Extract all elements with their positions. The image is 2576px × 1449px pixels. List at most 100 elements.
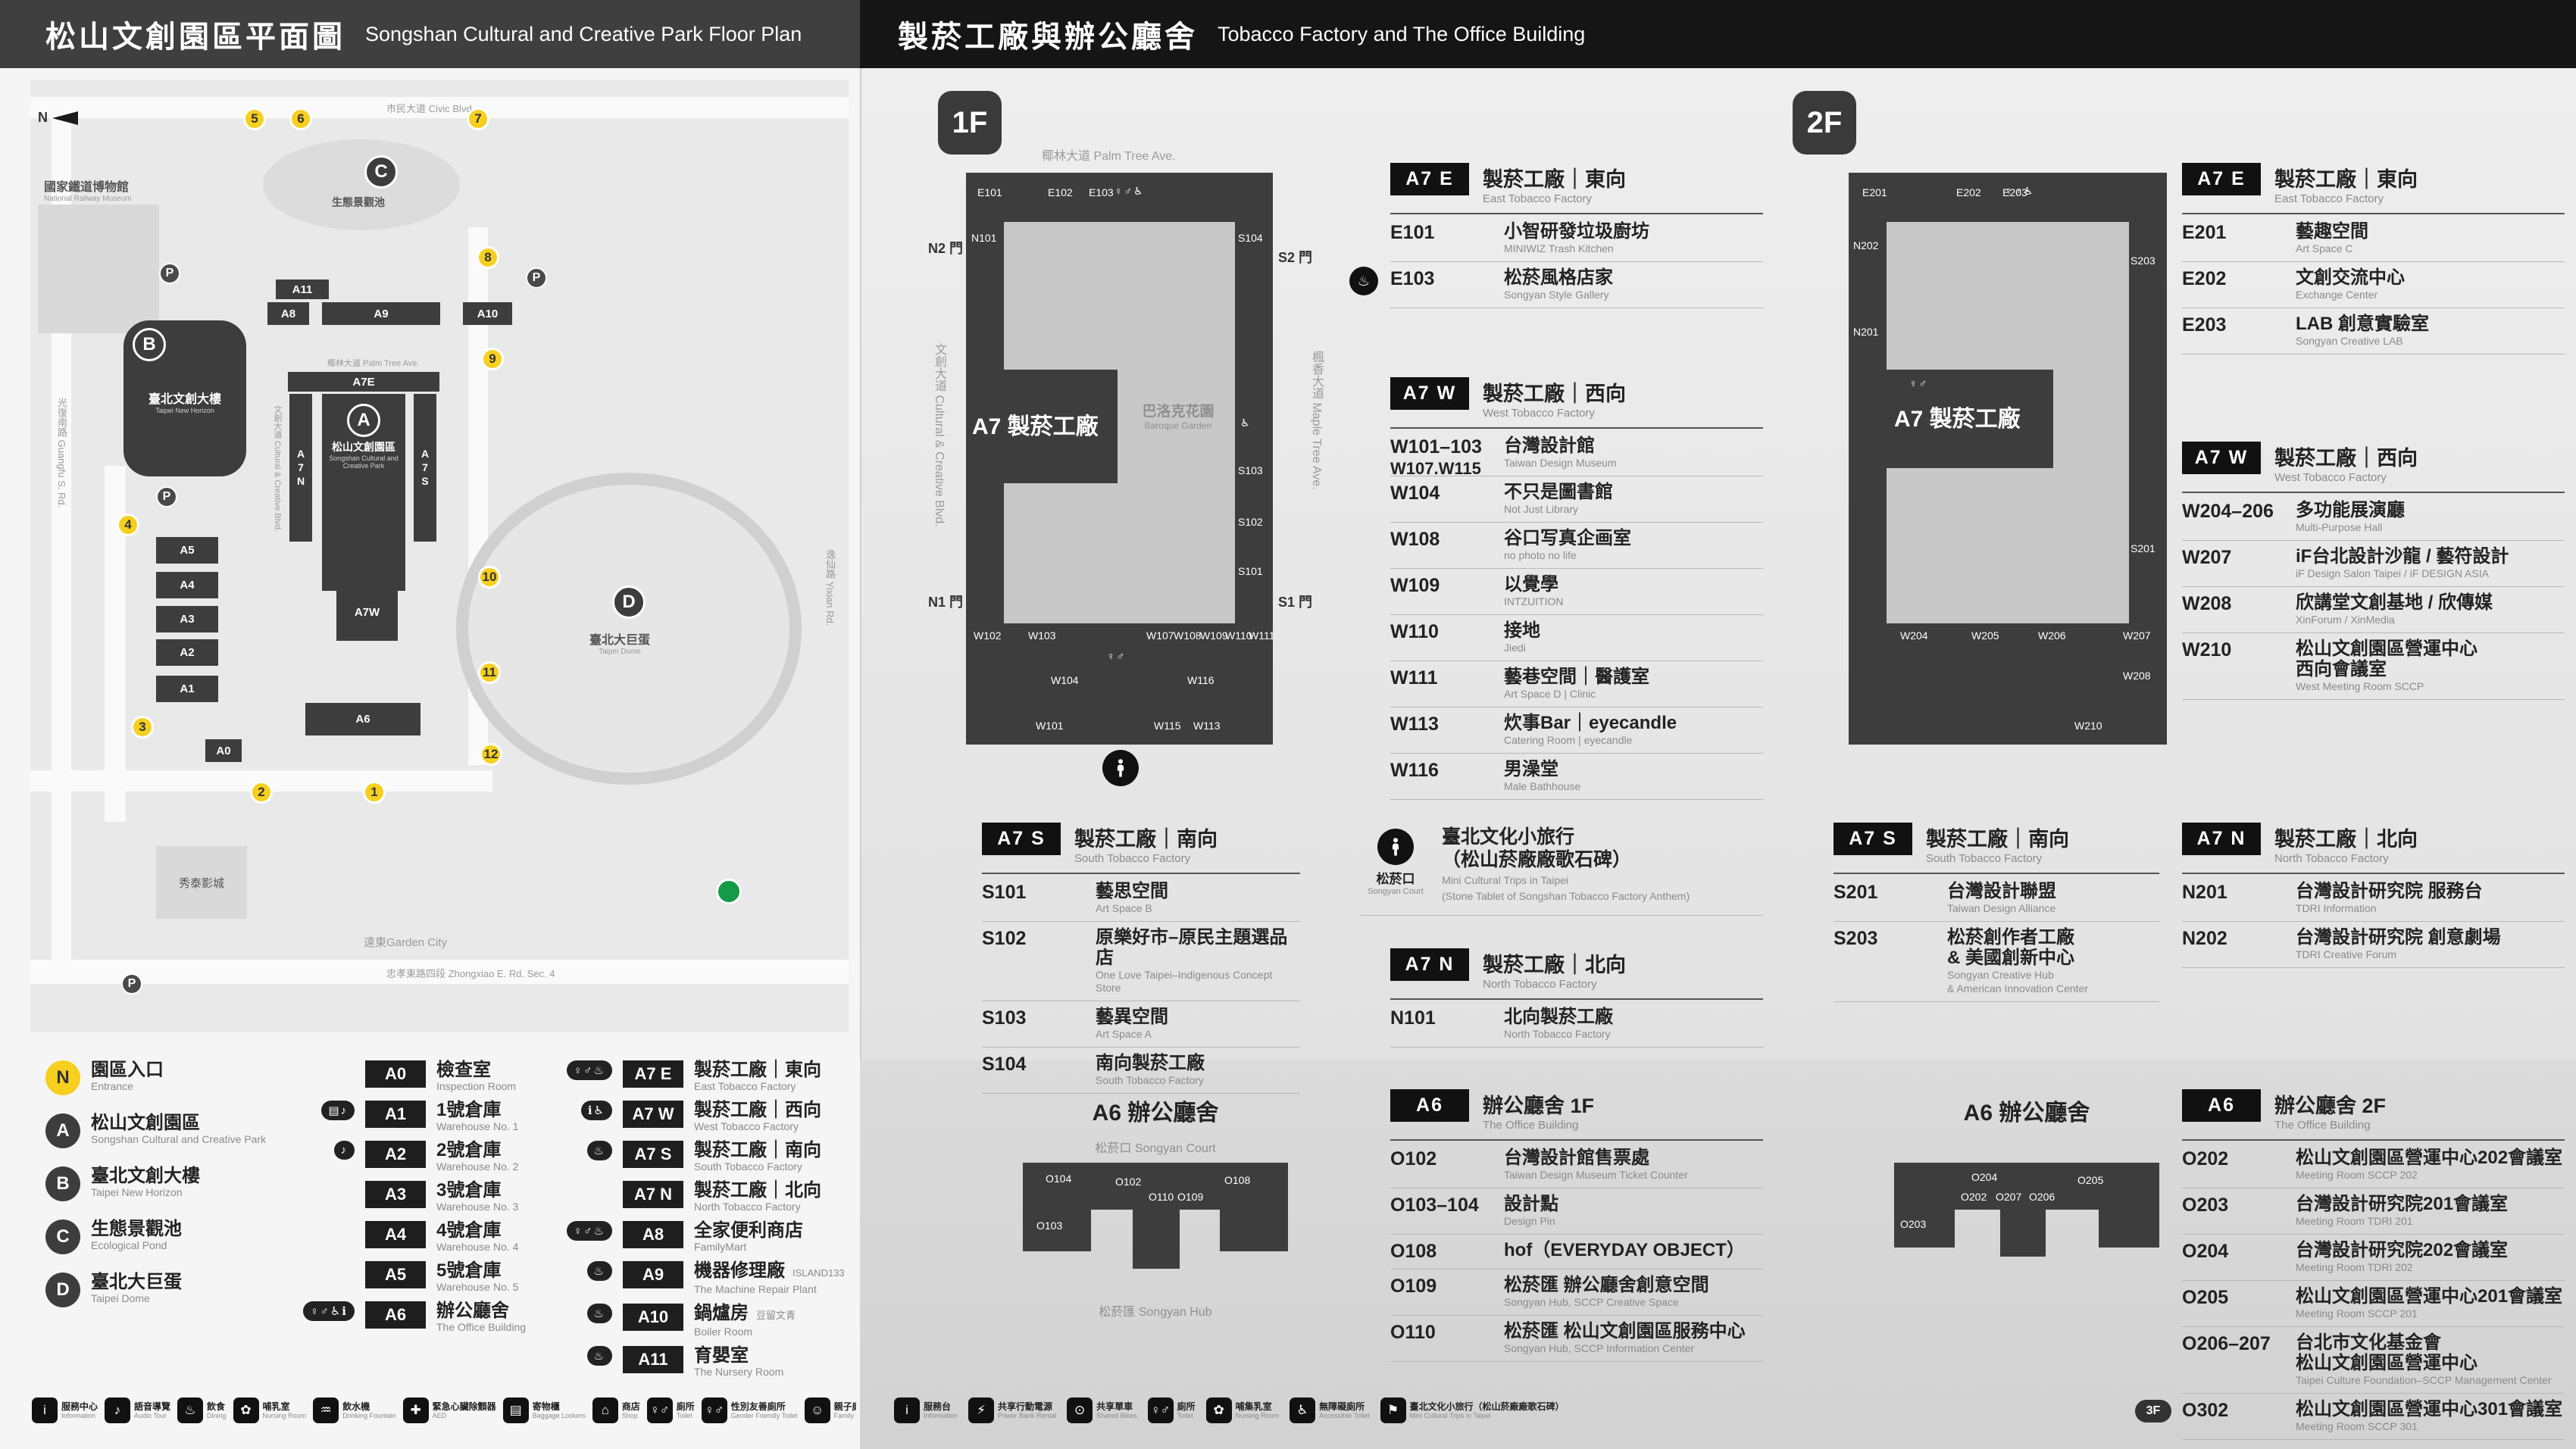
gate-s2: S2 門 — [1278, 250, 1313, 265]
court-desc-zh: 臺北文化小旅行 — [1442, 826, 1575, 848]
legend-en: Inspection Room — [436, 1080, 517, 1092]
facility-en: Toilet — [1177, 1411, 1193, 1419]
facility-en: Audio Tour — [134, 1411, 167, 1419]
section-title-en: East Tobacco Factory — [1483, 192, 1592, 205]
room-label: W107 — [1146, 629, 1174, 642]
room-code: O102 — [1390, 1148, 1437, 1170]
plan-facility-icon: ♿ — [1240, 417, 1252, 429]
room-label: S104 — [1238, 232, 1263, 244]
section-badge: A7 N — [2182, 823, 2261, 855]
legend-item: A7 N 製菸工廠｜北向 North Tobacco Factory — [539, 1181, 864, 1213]
legend-key-badge: A3 — [365, 1181, 426, 1208]
a6-2f-left-wing — [1894, 1210, 1955, 1248]
street-label-palm-ave: 椰林大道 Palm Tree Ave. — [327, 359, 420, 368]
d-pin: D — [612, 586, 646, 619]
room-name-zh: 谷口写真企画室 — [1504, 528, 1631, 548]
legend-item: ♀♂♨ A7 E 製菸工廠｜東向 East Tobacco Factory — [539, 1060, 864, 1093]
a6-2f-right-wing — [2099, 1210, 2159, 1248]
room-label: W208 — [2123, 670, 2151, 682]
map-building-box: A11 — [276, 279, 329, 299]
facility-icons: ♀♂♿ℹ — [303, 1301, 355, 1321]
plan-center-label-2f: A7 製菸工廠 — [1894, 407, 2021, 432]
floor-1f-plan: 椰林大道 Palm Tree Ave. 文創大道 Cultural & Crea… — [928, 150, 1330, 790]
room-code: W109 — [1390, 575, 1440, 596]
facility-item: i 服務中心 Information — [32, 1397, 98, 1423]
room-name-zh: 藝思空間 — [1096, 881, 1168, 901]
room-name-en: Exchange Center — [2296, 289, 2378, 301]
parking-icon: P — [159, 263, 180, 284]
plan-facility-icon: ♀♂♿ — [2005, 185, 2035, 197]
compass-n-label: N — [38, 110, 48, 125]
room-label: O108 — [1224, 1174, 1251, 1186]
legend-item: C 生態景觀池 Ecological Pond — [45, 1219, 277, 1254]
factory-header-title-en: Tobacco Factory and The Office Building — [1218, 22, 1586, 45]
room-row: O103–104 設計點 Design Pin — [1390, 1188, 1763, 1235]
room-label: E103 — [1089, 186, 1114, 198]
room-name-zh: 台灣設計館 — [1504, 436, 1595, 456]
room-row: O109 松菸匯 辦公廳舍創意空間 Songyan Hub, SCCP Crea… — [1390, 1269, 1763, 1316]
facility-icon: ♿ — [1290, 1397, 1316, 1423]
legend-icon-gutter: ♨ — [539, 1261, 612, 1281]
room-name-en2: & American Innovation Center — [1947, 982, 2088, 995]
room-label: O203 — [1900, 1218, 1927, 1230]
room-label: W210 — [2074, 720, 2102, 732]
room-name-en: Design Pin — [1504, 1215, 1555, 1227]
section-badge: A7 N — [1390, 948, 1469, 981]
section-title-zh: 製菸工廠｜北向 — [2274, 828, 2418, 851]
room-name-en: Art Space C — [2296, 242, 2353, 255]
room-label: W108 — [1174, 629, 1202, 642]
room-name-en: Taiwan Design Alliance — [1947, 902, 2056, 914]
legend-zh: 辦公廳舍 — [436, 1301, 509, 1321]
room-row: N202 台灣設計研究院 創意劇場 TDRI Creative Forum — [2182, 922, 2565, 968]
room-code: O108 — [1390, 1241, 1437, 1262]
legend-zh: 園區入口 — [91, 1060, 164, 1080]
section-badge: A7 S — [982, 823, 1061, 855]
room-name-zh: 台灣設計研究院 服務台 — [2296, 881, 2483, 901]
room-name-en: no photo no life — [1504, 549, 1577, 561]
section-title-zh: 製菸工廠｜南向 — [1926, 828, 2069, 851]
room-row: W108 谷口写真企画室 no photo no life — [1390, 523, 1763, 569]
center-wing-2f — [1887, 370, 2053, 468]
section-title-en: West Tobacco Factory — [2274, 471, 2387, 484]
legend-key-badge: A10 — [623, 1304, 683, 1331]
facility-en: Mini Cultural Trips in Taipei — [1409, 1411, 1491, 1419]
facility-zh: 飲食 — [207, 1401, 226, 1412]
entrance-number-marker: 11 — [478, 661, 501, 684]
room-code: W101–103 — [1390, 436, 1482, 457]
room-name-zh: 松菸創作者工廠 — [1947, 927, 2074, 948]
room-listing-section: A7 N 製菸工廠｜北向 North Tobacco Factory N201 — [2182, 823, 2565, 968]
a6-2f-bar — [1894, 1163, 2159, 1210]
room-label: O110 — [1149, 1191, 1174, 1203]
facility-icon: ♨ — [177, 1397, 204, 1423]
room-code: O204 — [2182, 1241, 2229, 1262]
facility-item: ♀♂ 廁所 Toilet — [1147, 1397, 1196, 1423]
room-name-zh: 設計點 — [1504, 1194, 1558, 1214]
section-rows: S101 藝思空間 Art Space B S102 — [982, 876, 1300, 1094]
facility-en: Shop — [621, 1411, 638, 1419]
facility-icons: ♨ — [586, 1304, 612, 1323]
songyan-court-en: Songyan Court — [1368, 887, 1424, 896]
room-name-en: iF Design Salon Taipei / iF DESIGN ASIA — [2296, 567, 2489, 579]
section-rows: E101 小智研發垃圾廚坊 MINIWIZ Trash Kitchen ♨ — [1349, 216, 1763, 308]
legend-pin: C — [45, 1219, 80, 1254]
room-row: W109 以覺學 INTZUITION — [1390, 569, 1763, 615]
legend-pin: N — [45, 1060, 80, 1095]
section-badge: A7 E — [2182, 163, 2261, 195]
legend-key-badge: A7 N — [623, 1181, 683, 1208]
entrance-number-marker: 7 — [467, 108, 489, 130]
entrance-number-marker: 5 — [243, 108, 266, 130]
room-label: W204 — [1900, 629, 1928, 642]
room-label: O103 — [1036, 1219, 1063, 1232]
facility-icons: ♪ — [333, 1141, 355, 1160]
legend-icon-gutter: ℹ♿ — [539, 1101, 612, 1120]
east-strip — [1235, 222, 1273, 623]
room-name-zh: 台北市文化基金會 — [2296, 1332, 2441, 1353]
street-label-cc-blvd: 文創大道 Cultural & Creative Blvd. — [273, 405, 282, 532]
street-label-yixian: 逸仙路 Yixian Rd. — [824, 549, 836, 626]
section-title-en: South Tobacco Factory — [1926, 852, 2043, 865]
road-zhongxiao — [30, 960, 849, 984]
facility-zh: 飲水機 — [342, 1401, 370, 1412]
legend-zh: 3號倉庫 — [436, 1180, 502, 1201]
room-label: O207 — [1996, 1191, 2022, 1203]
